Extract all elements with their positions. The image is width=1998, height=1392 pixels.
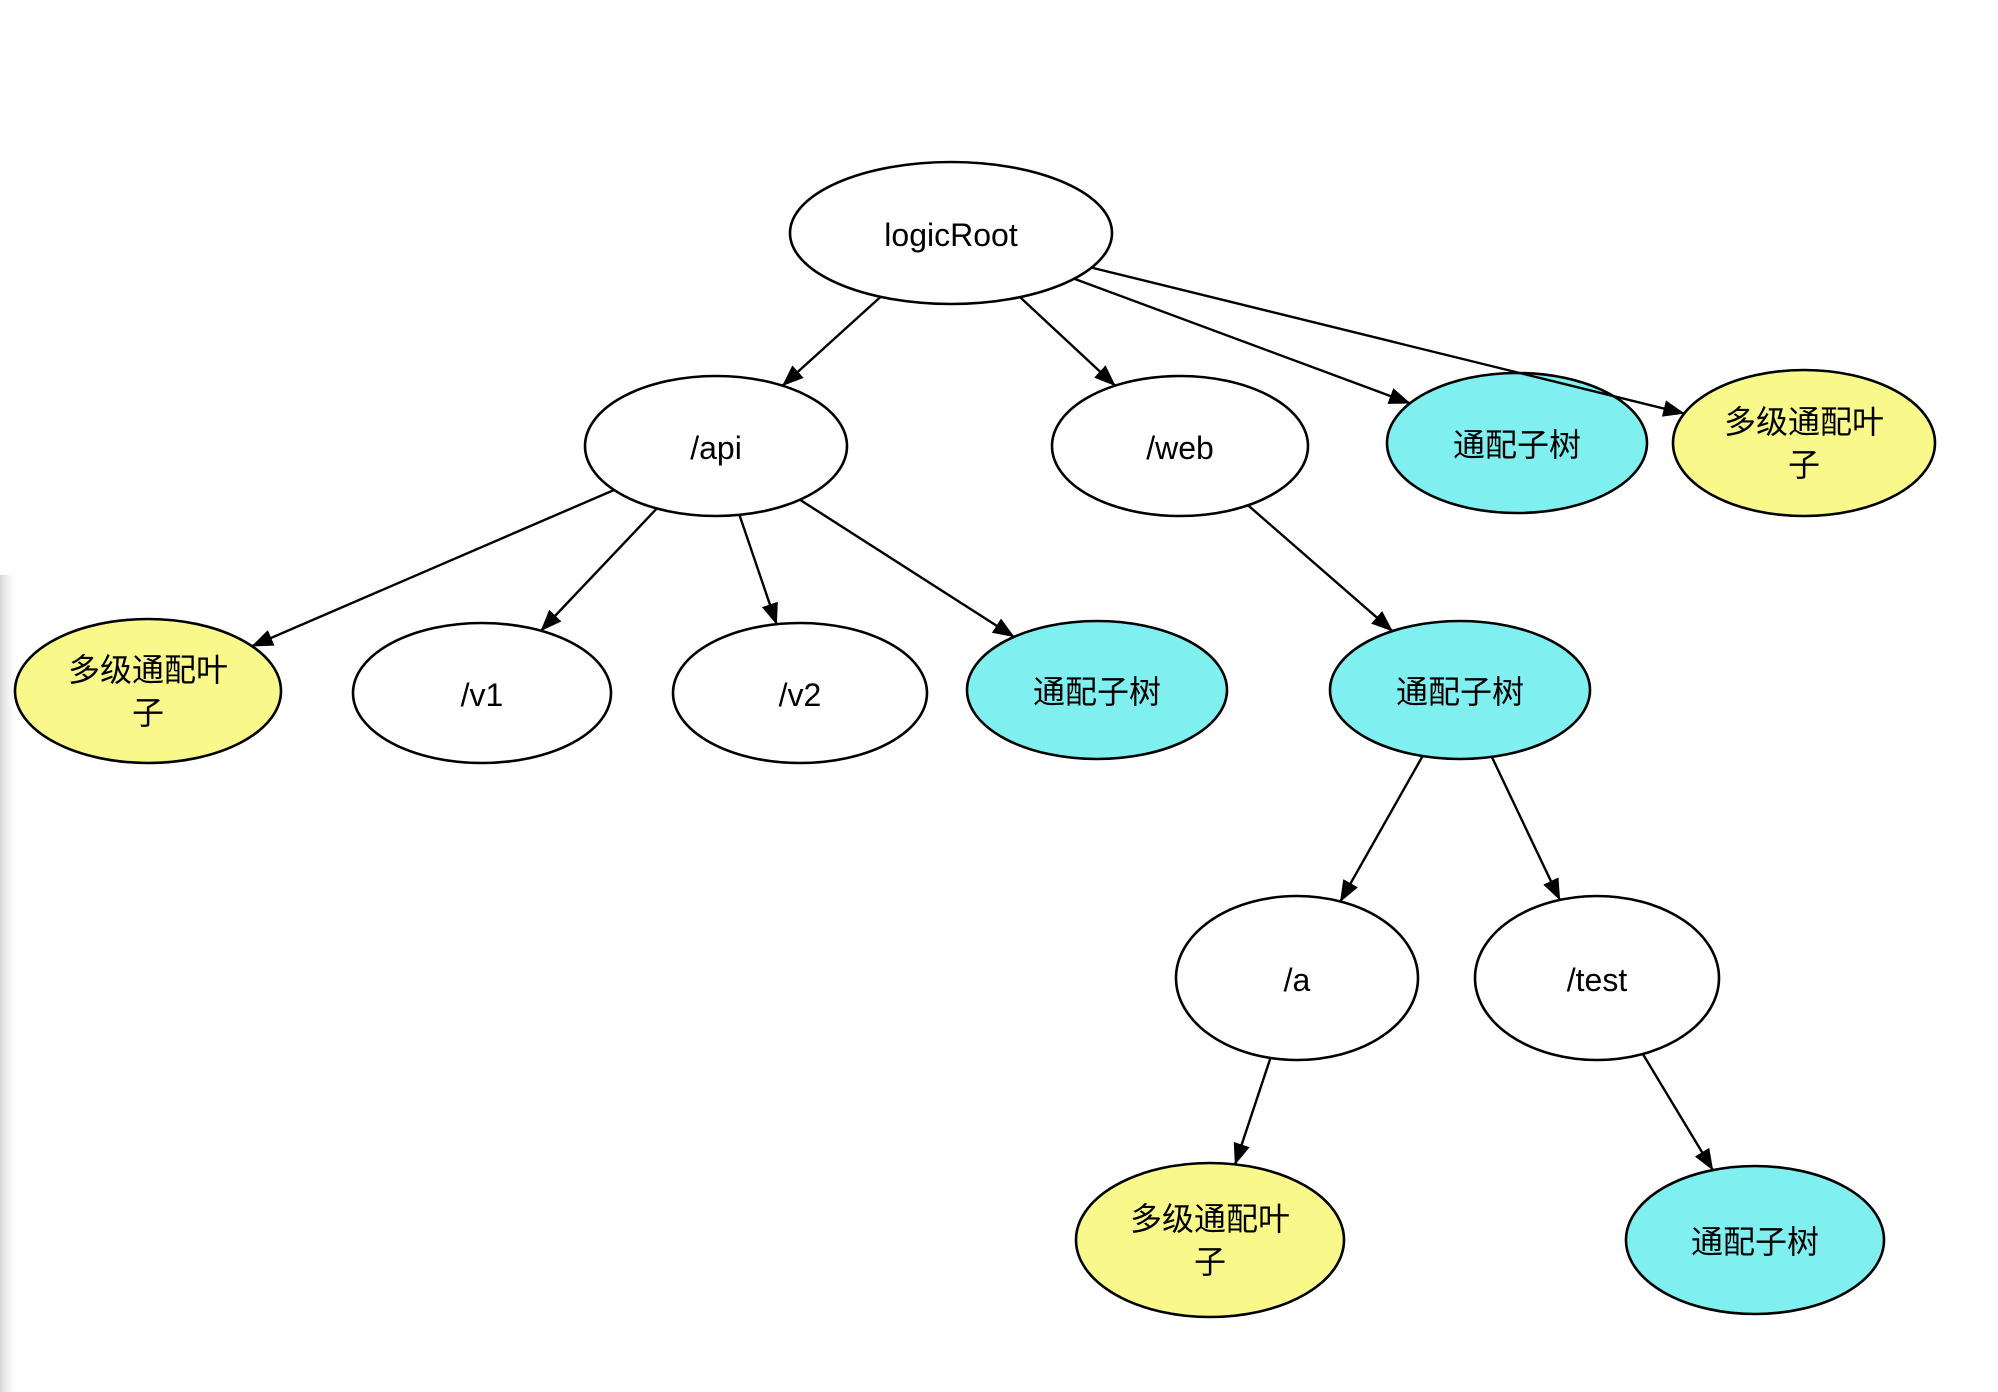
wildcard-subtree-node-shape: [965, 619, 1229, 761]
node-v2: /v2: [671, 621, 929, 765]
path-node-shape: [1473, 894, 1721, 1062]
node-leaf-left-label: 多级通配叶子: [68, 652, 228, 731]
node-api-label: /api: [690, 430, 742, 466]
node-test-label: /test: [1567, 962, 1628, 998]
node-leaf-bottom: 多级通配叶子: [1074, 1161, 1346, 1319]
edge-test-to-wild-bottom: [1641, 1053, 1714, 1171]
edge-a-to-leaf-bottom: [1233, 1057, 1272, 1166]
node-web: /web: [1050, 374, 1310, 518]
multilevel-wildcard-leaf-node-shape: [1074, 1161, 1346, 1319]
node-v1: /v1: [351, 621, 613, 765]
node-wild-web: 通配子树: [1328, 619, 1592, 761]
node-wild-bottom: 通配子树: [1624, 1164, 1886, 1316]
node-a-label: /a: [1284, 962, 1311, 998]
node-api: /api: [583, 374, 849, 518]
edge-api-to-v1: [540, 507, 658, 632]
node-wild-mid: 通配子树: [965, 619, 1229, 761]
wildcard-subtree-node-shape: [1624, 1164, 1886, 1316]
node-web-label: /web: [1146, 430, 1214, 466]
path-node-shape: [671, 621, 929, 765]
wildcard-subtree-node-shape: [1328, 619, 1592, 761]
node-leaf-topright: 多级通配叶子: [1671, 368, 1937, 518]
node-v2-label: /v2: [779, 677, 822, 713]
multilevel-wildcard-leaf-node-shape: [13, 617, 283, 765]
node-leaf-bottom-label: 多级通配叶子: [1130, 1201, 1290, 1280]
edge-web-to-wild-web: [1247, 504, 1394, 632]
multilevel-wildcard-leaf-node-shape: [1671, 368, 1937, 518]
path-node-shape: [351, 621, 613, 765]
node-wild-mid-label: 通配子树: [1033, 674, 1161, 710]
node-wild-bottom-label: 通配子树: [1691, 1224, 1819, 1260]
edge-logicRoot-to-wild-top: [1073, 277, 1411, 405]
node-v1-label: /v1: [461, 677, 504, 713]
edge-logicRoot-to-leaf-topright: [1091, 266, 1685, 417]
edge-wild-web-to-a: [1339, 755, 1424, 903]
edges-layer: [251, 266, 1714, 1171]
node-wild-web-label: 通配子树: [1396, 674, 1524, 710]
node-leaf-left: 多级通配叶子: [13, 617, 283, 765]
node-logicRoot: logicRoot: [788, 160, 1114, 306]
edge-logicRoot-to-api: [781, 295, 882, 387]
edge-logicRoot-to-web: [1019, 296, 1116, 387]
node-wild-top: 通配子树: [1385, 371, 1649, 515]
node-wild-top-label: 通配子树: [1453, 427, 1581, 463]
edge-api-to-leaf-left: [251, 488, 615, 648]
path-node-shape: [788, 160, 1114, 306]
path-node-shape: [583, 374, 849, 518]
node-test: /test: [1473, 894, 1721, 1062]
path-node-shape: [1174, 894, 1420, 1062]
path-node-shape: [1050, 374, 1310, 518]
edge-api-to-v2: [738, 514, 778, 625]
edge-wild-web-to-test: [1490, 756, 1561, 901]
node-leaf-topright-label: 多级通配叶子: [1724, 404, 1884, 483]
node-logicRoot-label: logicRoot: [884, 217, 1018, 253]
edge-api-to-wild-mid: [799, 498, 1015, 638]
node-a: /a: [1174, 894, 1420, 1062]
